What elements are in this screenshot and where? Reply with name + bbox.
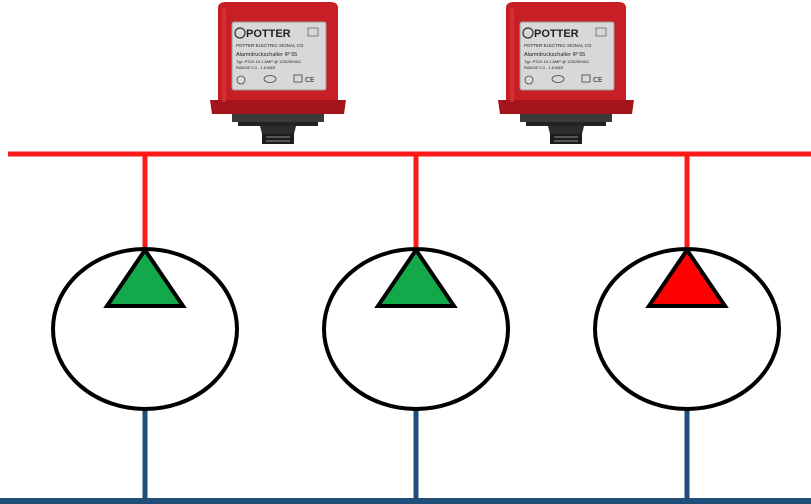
certification-marks-icon: CE: [524, 74, 602, 85]
switch-maker: POTTER ELECTRIC SIGNAL CO.: [236, 43, 305, 48]
pump-3: [593, 246, 781, 411]
switch-maker: POTTER ELECTRIC SIGNAL CO.: [524, 43, 593, 48]
switch-nameplate: [519, 21, 615, 91]
switch-model: Alarmdruckschalter IP 55: [236, 52, 297, 58]
switch-range: RANGE 0,3 - 1,6 BAR: [524, 65, 563, 70]
pressure-switch-2: POTTER POTTER ELECTRIC SIGNAL CO. Alarmd…: [498, 2, 634, 144]
pump-status-triangle: [645, 246, 729, 308]
pump-status-triangle: [374, 246, 458, 308]
svg-text:CE: CE: [305, 76, 314, 84]
pump-2: [322, 246, 510, 411]
switch-rating: Typ: PS10 10.1 AMP @ 125/250VAC: [236, 59, 302, 64]
svg-text:CE: CE: [593, 76, 602, 84]
pressure-switch-1: POTTER POTTER ELECTRIC SIGNAL CO. Alarmd…: [210, 2, 346, 144]
certification-marks-icon: CE: [236, 74, 314, 85]
pump-status-triangle: [103, 246, 187, 308]
switch-brand: POTTER: [246, 28, 291, 40]
pump-1: [51, 246, 239, 411]
switch-nameplate: [231, 21, 327, 91]
switch-brand: POTTER: [534, 28, 579, 40]
switch-model: Alarmdruckschalter IP 55: [524, 52, 585, 58]
switch-range: RANGE 0,3 - 1,6 BAR: [236, 65, 275, 70]
switch-rating: Typ: PS10 10.1 AMP @ 125/250VAC: [524, 59, 590, 64]
